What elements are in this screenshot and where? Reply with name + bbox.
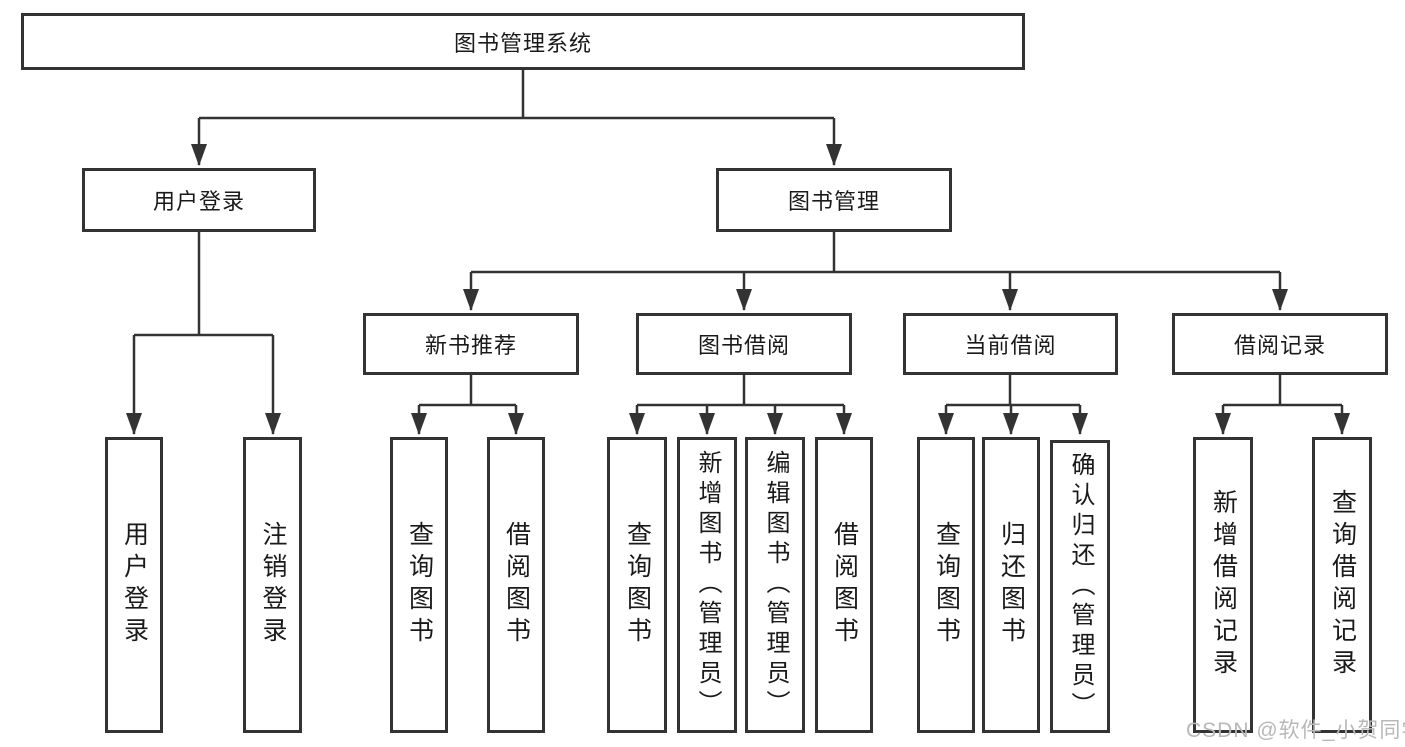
leaf-add-book-admin: 新增图书（管理员） (677, 437, 737, 733)
leaf-query-borrow-record: 查询借阅记录 (1312, 437, 1372, 733)
leaf-confirm-return-admin: 确认归还（管理员） (1050, 440, 1110, 733)
leaf-add-borrow-record: 新增借阅记录 (1193, 437, 1253, 733)
leaf-edit-book-admin: 编辑图书（管理员） (745, 437, 805, 733)
node-new-book-recommend: 新书推荐 (363, 313, 579, 375)
leaf-borrow-books-recommend: 借阅图书 (487, 437, 545, 733)
node-current-borrow: 当前借阅 (903, 313, 1118, 375)
node-library-system: 图书管理系统 (21, 13, 1025, 70)
node-user-login: 用户登录 (82, 168, 316, 232)
node-book-management: 图书管理 (716, 168, 952, 232)
leaf-logout: 注销登录 (243, 437, 302, 733)
leaf-borrow-books-borrow: 借阅图书 (815, 437, 873, 733)
leaf-user-login: 用户登录 (105, 437, 163, 733)
leaf-query-books-borrow: 查询图书 (607, 437, 667, 733)
leaf-query-books-recommend: 查询图书 (390, 437, 448, 733)
leaf-return-books: 归还图书 (982, 437, 1040, 733)
csdn-watermark: CSDN @软件_小贺同学 (1186, 719, 1405, 742)
node-book-borrow: 图书借阅 (636, 313, 852, 375)
node-borrow-records: 借阅记录 (1172, 313, 1388, 375)
leaf-query-books-current: 查询图书 (917, 437, 975, 733)
